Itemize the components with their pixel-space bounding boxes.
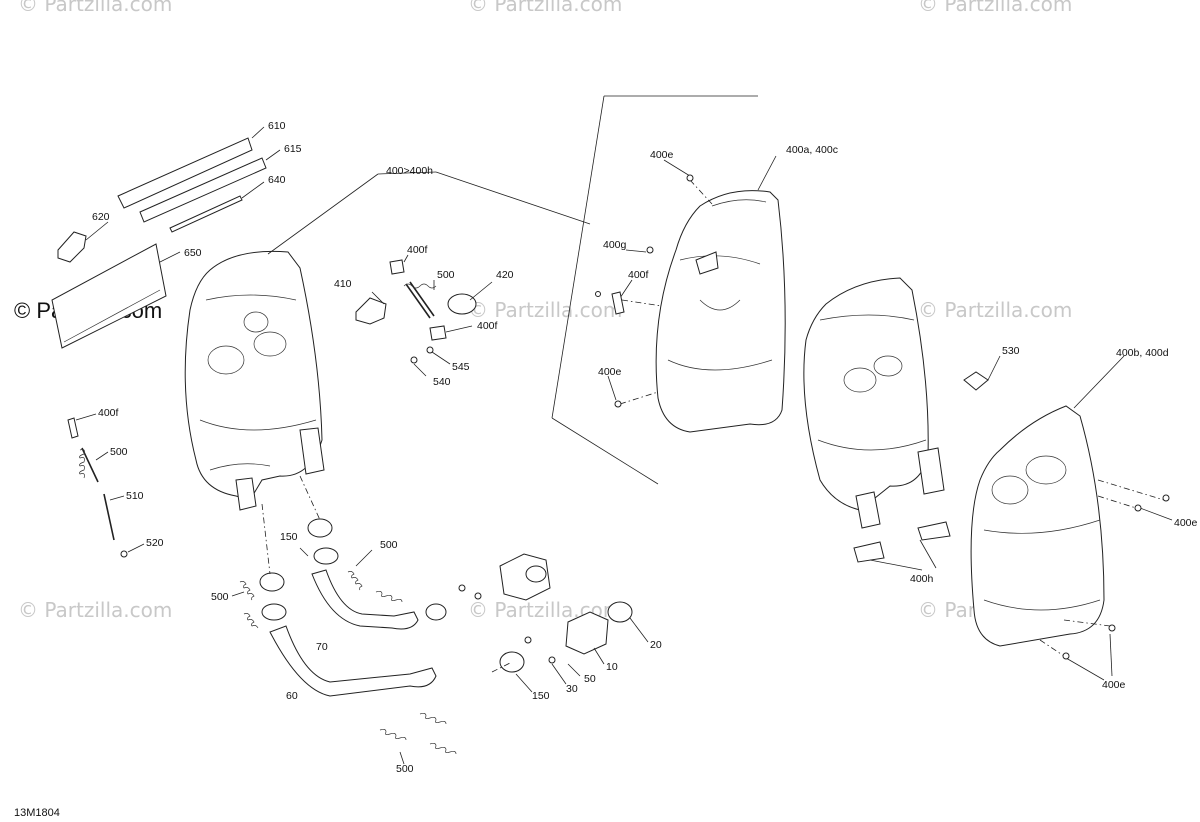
left-spring-assembly <box>67 413 145 558</box>
callout-20: 20 <box>650 639 662 651</box>
right-muffler <box>803 277 951 571</box>
callout-400e: 400e <box>598 366 622 378</box>
callout-510: 510 <box>126 490 144 502</box>
callout-640: 640 <box>268 174 286 186</box>
callout-615: 615 <box>284 143 302 155</box>
callout-500: 500 <box>396 763 414 775</box>
callout-610: 610 <box>268 120 286 132</box>
callout-150: 150 <box>280 531 298 543</box>
spring-groups <box>231 549 457 765</box>
callout-400f: 400f <box>477 320 498 332</box>
flanges-and-bolts <box>425 553 649 693</box>
callout-500: 500 <box>110 446 128 458</box>
callout-500: 500 <box>211 591 229 603</box>
callout-500: 500 <box>437 269 455 281</box>
rear-shield <box>963 355 1173 681</box>
callout-150: 150 <box>532 690 550 702</box>
watermark: © Partzilla.com <box>918 0 1073 16</box>
callout-400b-400d: 400b, 400d <box>1116 347 1169 359</box>
callout-410: 410 <box>334 278 352 290</box>
callout-400f: 400f <box>628 269 649 281</box>
watermark: © Partzilla.com <box>468 0 623 16</box>
diagram-code: 13M1804 <box>14 807 60 819</box>
leader-lines-left <box>85 126 591 263</box>
muffler-hardware <box>355 254 493 377</box>
callout-400-400h: 400>400h <box>386 165 433 177</box>
callout-620: 620 <box>92 211 110 223</box>
callout-500: 500 <box>380 539 398 551</box>
callout-520: 520 <box>146 537 164 549</box>
callout-400f: 400f <box>98 407 119 419</box>
callout-650: 650 <box>184 247 202 259</box>
callout-400a-400c: 400a, 400c <box>786 144 838 156</box>
callout-400g: 400g <box>603 239 627 251</box>
watermark: © Partzilla.com <box>918 298 1073 322</box>
exhaust-pipes <box>259 475 437 697</box>
callout-10: 10 <box>606 661 618 673</box>
callout-70: 70 <box>316 641 328 653</box>
detail-inset <box>551 95 786 485</box>
callout-400h: 400h <box>910 573 934 585</box>
callout-545: 545 <box>452 361 470 373</box>
callout-60: 60 <box>286 690 298 702</box>
callout-530: 530 <box>1002 345 1020 357</box>
callout-30: 30 <box>566 683 578 695</box>
watermark: © Partzilla.com <box>18 0 173 16</box>
watermark: © Partzilla.com <box>468 298 623 322</box>
watermark: © Partzilla.com <box>18 598 173 622</box>
callout-400e: 400e <box>1102 679 1126 691</box>
heat-shield-panels <box>51 137 267 349</box>
callout-400e: 400e <box>650 149 674 161</box>
callout-420: 420 <box>496 269 514 281</box>
callout-50: 50 <box>584 673 596 685</box>
callout-400e: 400e <box>1174 517 1198 529</box>
callout-400f: 400f <box>407 244 428 256</box>
left-muffler <box>184 250 325 511</box>
callout-540: 540 <box>433 376 451 388</box>
